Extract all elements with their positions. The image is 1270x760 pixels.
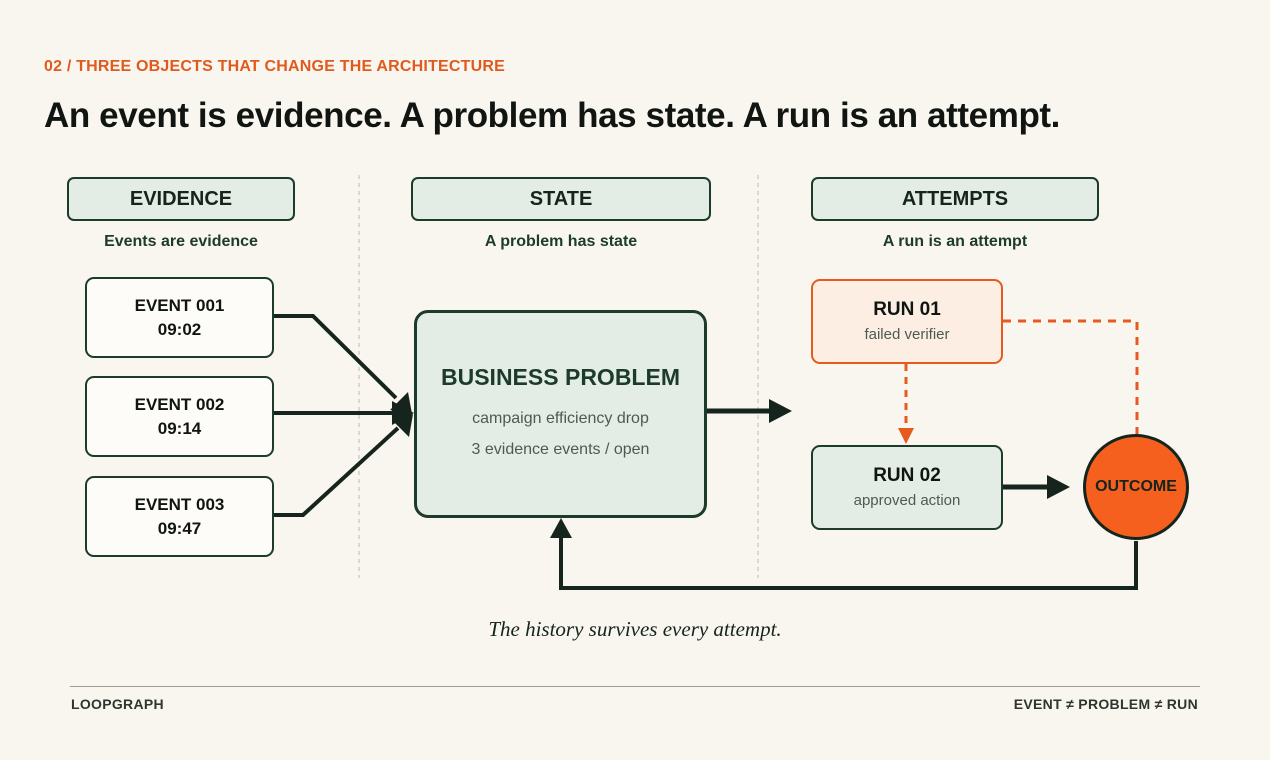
run-02-card[interactable]: RUN 02 approved action (811, 445, 1003, 530)
event-label: EVENT 001 (134, 295, 225, 315)
run-01-card[interactable]: RUN 01 failed verifier (811, 279, 1003, 364)
event-time: 09:14 (157, 418, 202, 438)
problem-status: 3 evidence events / open (471, 440, 650, 458)
evidence-header: EVIDENCE (67, 177, 295, 221)
run-title: RUN 02 (873, 464, 941, 486)
event-time: 09:47 (157, 518, 202, 538)
run-title: RUN 01 (873, 298, 941, 320)
state-subtitle: A problem has state (484, 233, 638, 250)
run-01-to-outcome-link (1003, 319, 1139, 434)
event-label: EVENT 002 (134, 394, 225, 414)
business-problem-card[interactable]: BUSINESS PROBLEM campaign efficiency dro… (414, 310, 707, 518)
outcome-feedback-loop-head (550, 518, 572, 538)
event-001-card[interactable]: EVENT 001 09:02 (85, 277, 274, 358)
event-002-card[interactable]: EVENT 002 09:14 (85, 376, 274, 457)
footer-tagline: EVENT ≠ PROBLEM ≠ RUN (1013, 696, 1198, 712)
run-status: approved action (853, 491, 961, 509)
kicker: 02 / THREE OBJECTS THAT CHANGE THE ARCHI… (44, 58, 505, 75)
outcome-node[interactable]: OUTCOME (1083, 434, 1189, 540)
problem-to-runs-arrow-head (769, 399, 792, 423)
event-001-arrow (274, 314, 398, 400)
problem-title: BUSINESS PROBLEM (441, 363, 680, 390)
footer-divider (70, 686, 1200, 687)
event-time: 09:02 (157, 319, 202, 339)
attempts-subtitle: A run is an attempt (882, 233, 1028, 250)
attempts-header: ATTEMPTS (811, 177, 1099, 221)
event-label: EVENT 003 (134, 494, 225, 514)
state-header: STATE (411, 177, 711, 221)
event-003-card[interactable]: EVENT 003 09:47 (85, 476, 274, 557)
outcome-feedback-loop (559, 535, 1138, 590)
run-02-to-outcome-arrow-head (1047, 475, 1070, 499)
page-title: An event is evidence. A problem has stat… (44, 96, 1060, 135)
event-003-arrow-head (392, 414, 413, 437)
diagram-caption: The history survives every attempt. (488, 617, 782, 641)
event-003-arrow (274, 426, 400, 517)
problem-description: campaign efficiency drop (472, 409, 649, 427)
run-status: failed verifier (864, 325, 950, 343)
evidence-subtitle: Events are evidence (104, 233, 258, 250)
footer-brand: LOOPGRAPH (71, 696, 164, 712)
run-01-to-run-02-arrow-head (898, 428, 914, 444)
